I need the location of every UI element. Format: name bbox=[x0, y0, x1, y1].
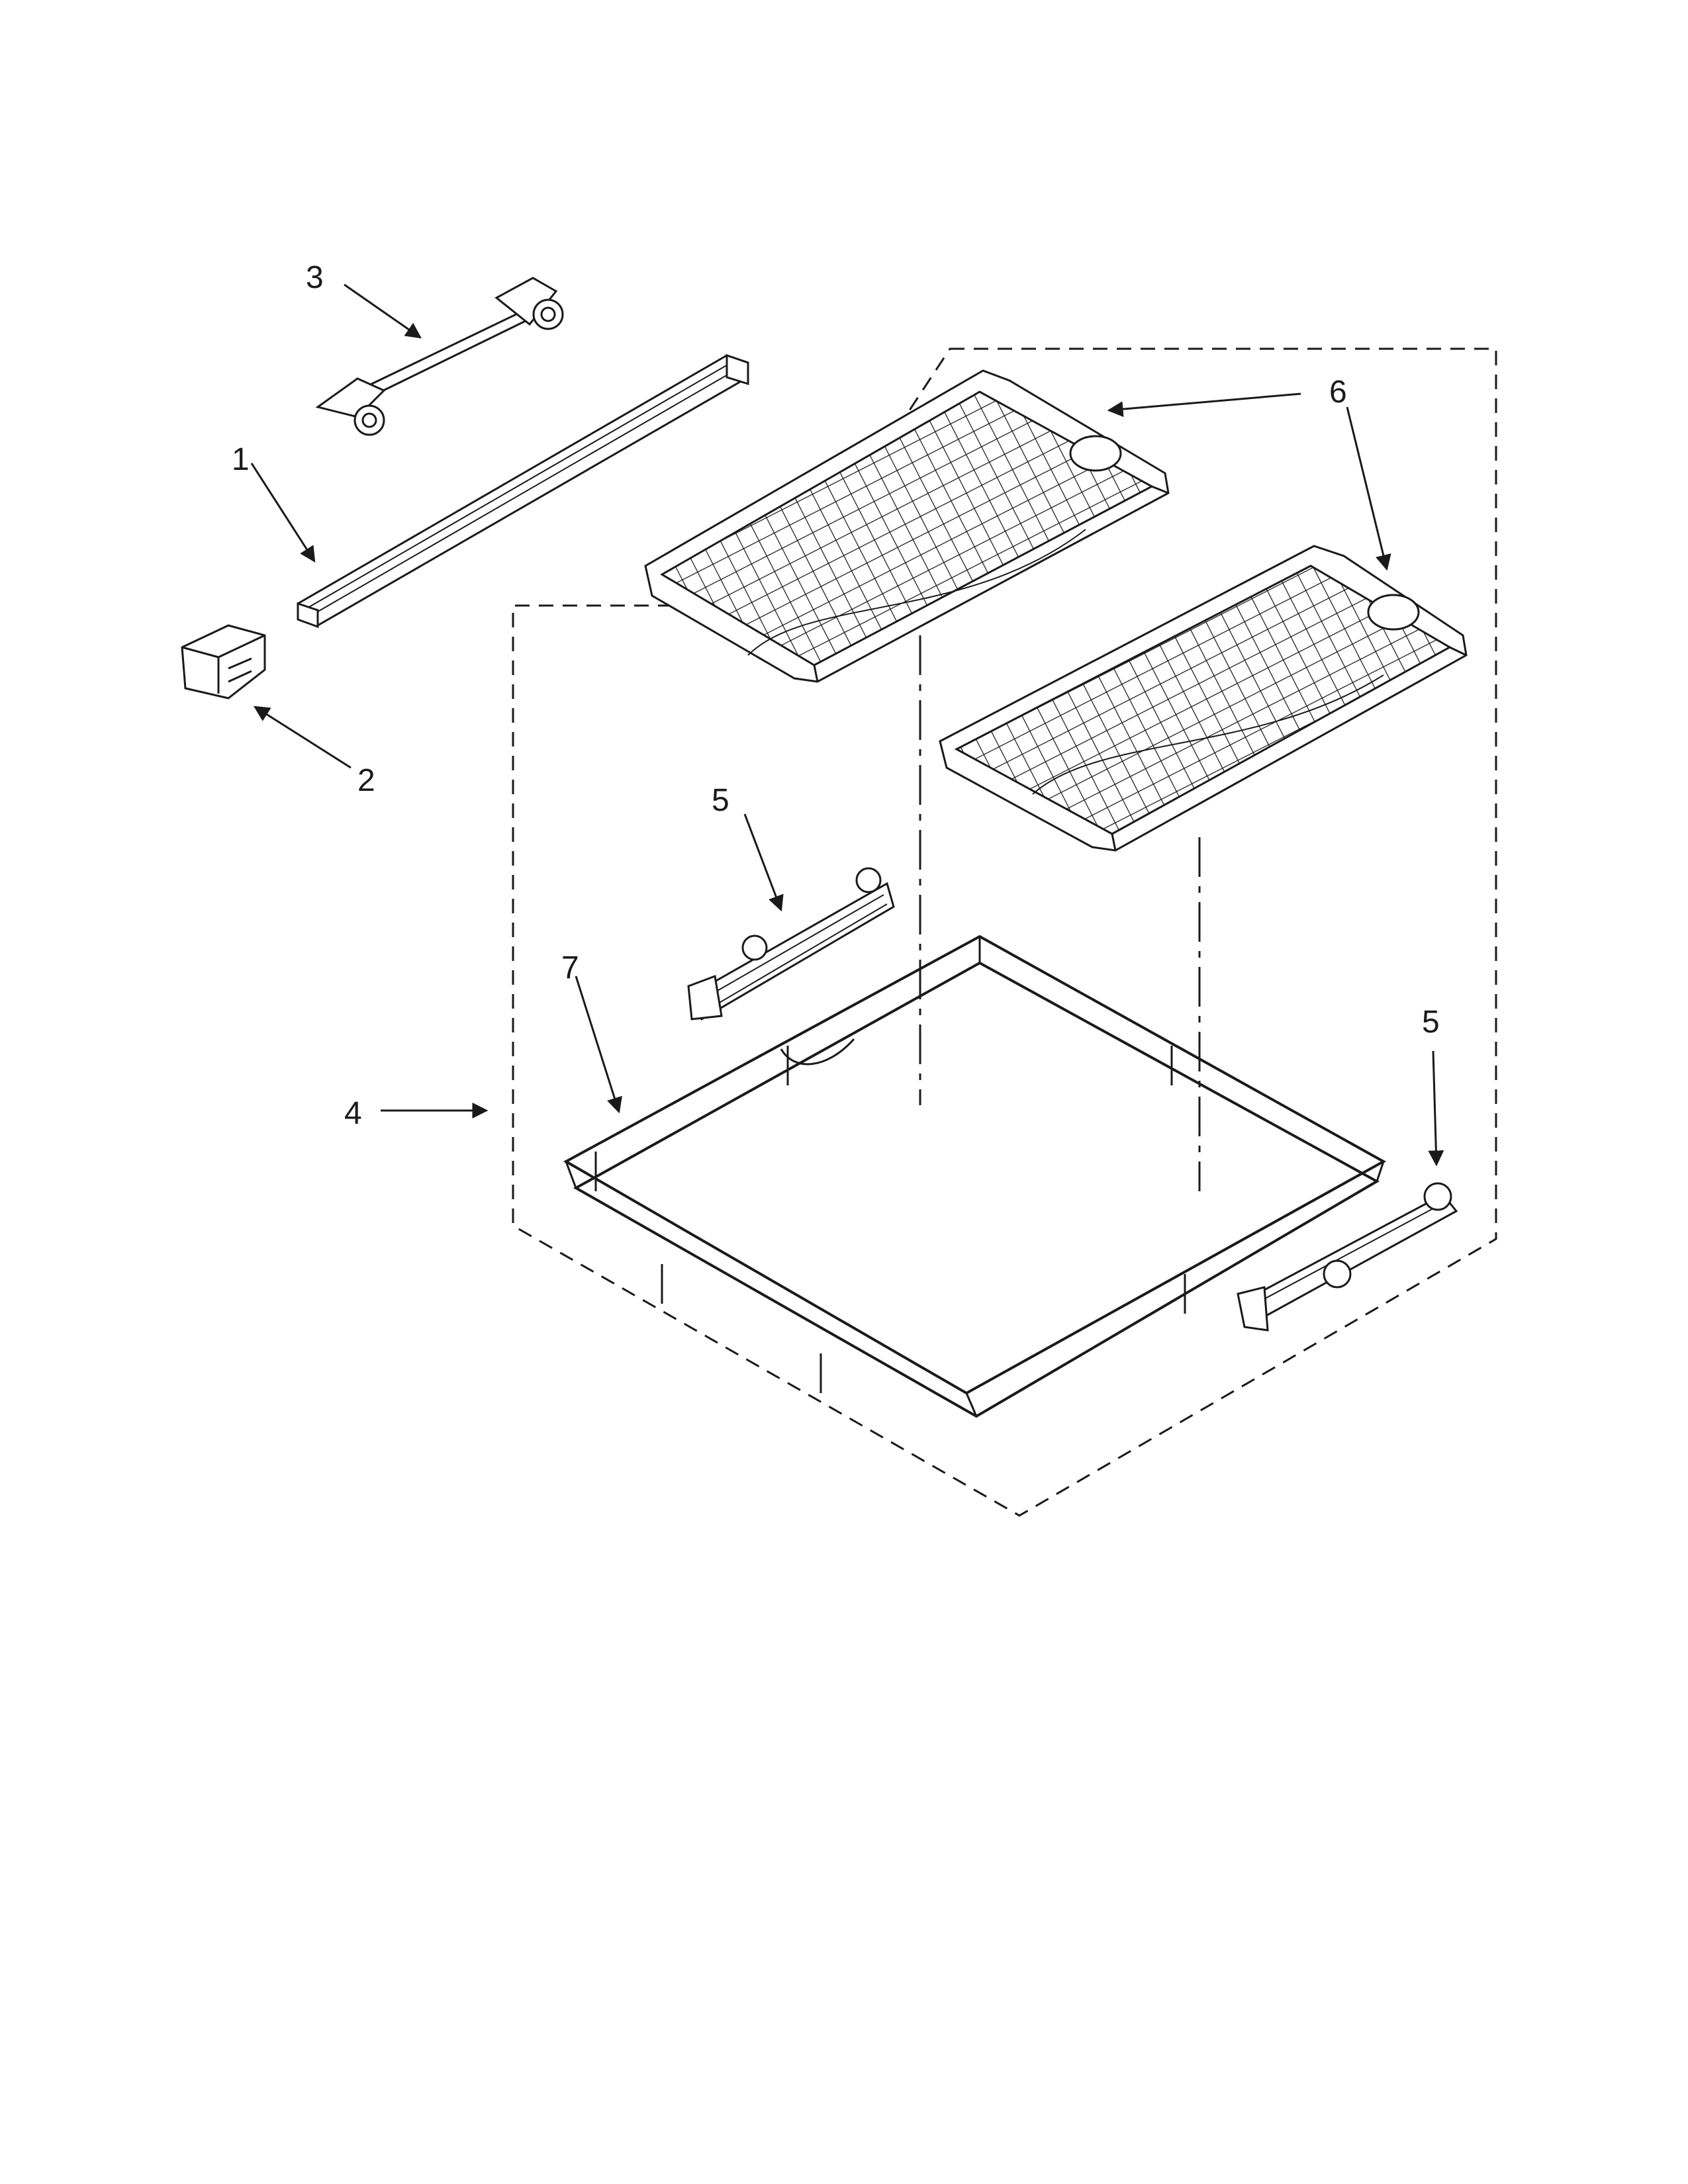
callout-7: 7 bbox=[561, 950, 579, 985]
callout-2: 2 bbox=[357, 763, 375, 798]
wheel-axle-part bbox=[315, 277, 564, 436]
callout-5-upper: 5 bbox=[712, 783, 729, 818]
callout-4: 4 bbox=[344, 1096, 362, 1131]
tray-lower-part bbox=[939, 545, 1468, 852]
rack-adjuster-upper-part bbox=[687, 867, 895, 1021]
callout-5-lower: 5 bbox=[1422, 1005, 1440, 1040]
rail-part bbox=[297, 353, 749, 629]
callout-3: 3 bbox=[306, 260, 324, 295]
rack-adjuster-lower-part bbox=[1237, 1182, 1458, 1332]
tray-upper-part bbox=[644, 369, 1170, 683]
callout-6: 6 bbox=[1329, 375, 1347, 410]
callout-1: 1 bbox=[232, 442, 250, 477]
rack-frame-part bbox=[563, 934, 1387, 1418]
callout-arrows bbox=[250, 283, 1444, 1167]
end-cap-part bbox=[181, 624, 266, 700]
